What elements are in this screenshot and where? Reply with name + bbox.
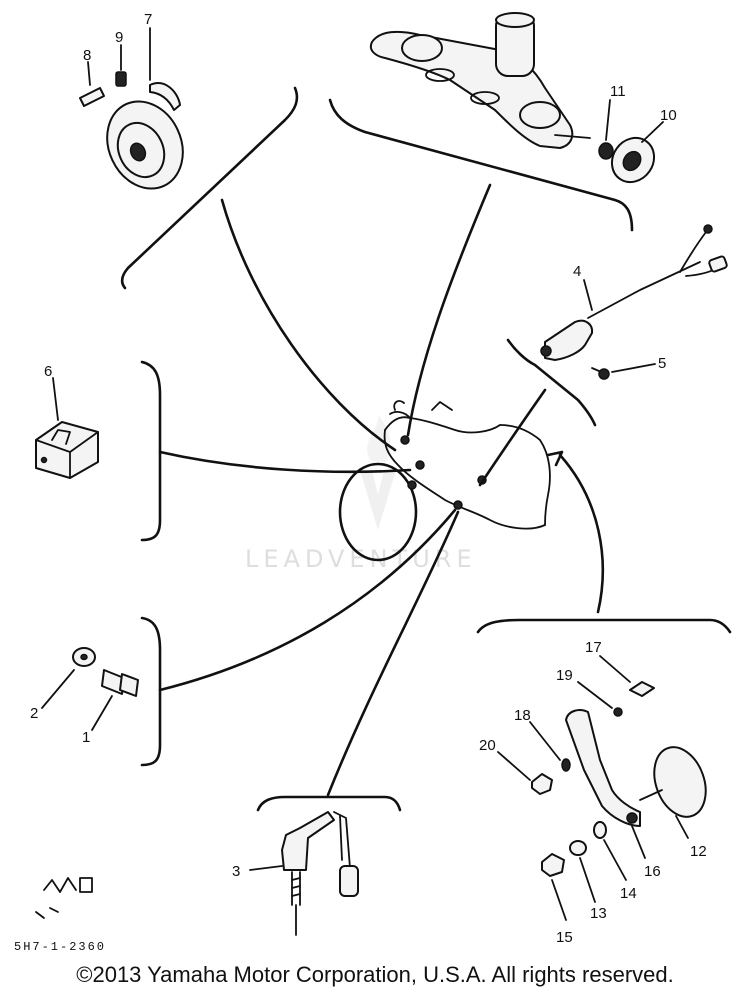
washer-part-2 <box>72 647 96 667</box>
bolt-part-8 <box>79 87 105 107</box>
label-part-2: 2 <box>30 705 38 722</box>
nut-part-9 <box>115 71 127 87</box>
washer-part-18 <box>561 758 571 772</box>
label-part-18: 18 <box>514 707 531 724</box>
label-part-17: 17 <box>585 639 602 656</box>
leader-lines <box>158 183 605 797</box>
screw-part-5 <box>591 367 610 380</box>
label-part-5: 5 <box>658 355 666 372</box>
label-part-9: 9 <box>115 29 123 46</box>
reflector-part-12 <box>639 746 707 818</box>
drawing-code: 5H7-1-2360 <box>14 940 106 954</box>
switch-part-4 <box>540 224 728 361</box>
frame-wiring-harness <box>338 400 551 562</box>
label-part-6: 6 <box>44 363 52 380</box>
label-part-20: 20 <box>479 737 496 754</box>
nut-part-20 <box>531 773 553 795</box>
nut-part-19 <box>613 707 623 717</box>
callout-leaders <box>41 27 689 921</box>
indicator-part-10 <box>610 136 656 184</box>
nut-part-11 <box>598 142 614 160</box>
label-part-7: 7 <box>144 11 152 28</box>
label-part-13: 13 <box>590 905 607 922</box>
nut-part-15 <box>541 853 565 877</box>
copyright-notice: ©2013 Yamaha Motor Corporation, U.S.A. A… <box>76 962 674 987</box>
relay-part-6 <box>35 421 99 479</box>
label-part-1: 1 <box>82 729 90 746</box>
watermark-text: LEADVENTURE <box>245 545 477 573</box>
label-part-4: 4 <box>573 263 581 280</box>
plug-cap-part-3 <box>281 811 359 936</box>
label-part-15: 15 <box>556 929 573 946</box>
label-part-14: 14 <box>620 885 637 902</box>
group-brackets <box>120 86 732 812</box>
bolt-part-17 <box>629 681 655 697</box>
bracket-part-16 <box>565 709 641 827</box>
label-part-3: 3 <box>232 863 240 880</box>
bolt-part-1 <box>101 669 139 697</box>
label-part-12: 12 <box>690 843 707 860</box>
handlebar-bracket-assembly <box>369 12 591 149</box>
washer-part-14 <box>593 821 607 839</box>
label-part-8: 8 <box>83 47 91 64</box>
drawing-reference: 5H7-1-2360 <box>14 877 106 954</box>
label-part-19: 19 <box>556 667 573 684</box>
part-number-labels: 7 9 8 11 10 4 5 6 2 1 3 17 19 18 20 12 1… <box>30 11 707 946</box>
washer-part-13 <box>569 840 587 856</box>
label-part-16: 16 <box>644 863 661 880</box>
horn-part-7 <box>106 82 184 190</box>
label-part-11: 11 <box>610 83 626 100</box>
label-part-10: 10 <box>660 107 677 124</box>
